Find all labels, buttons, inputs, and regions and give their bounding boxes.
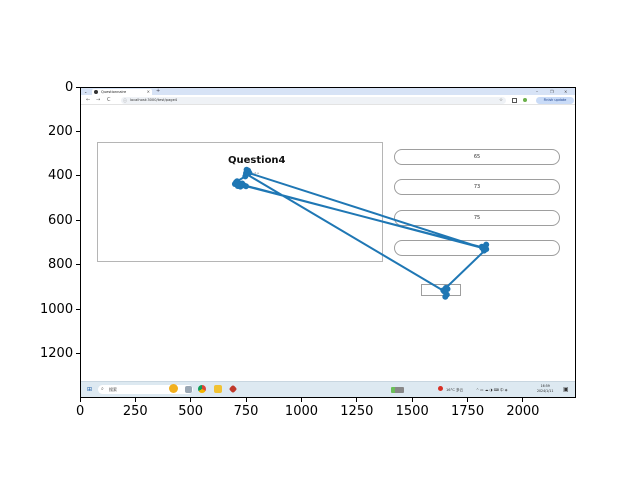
y-tick-label: 0 xyxy=(65,79,74,95)
y-tick-label: 1200 xyxy=(40,346,74,362)
y-tick-mark xyxy=(76,130,80,132)
y-tick-label: 600 xyxy=(48,212,73,228)
y-tick-mark xyxy=(76,86,80,88)
task-view-icon[interactable] xyxy=(185,386,192,393)
y-tick-mark xyxy=(76,219,80,221)
x-tick-label: 1750 xyxy=(451,404,485,419)
y-tick-label: 1000 xyxy=(40,301,74,317)
x-tick-mark xyxy=(356,398,358,402)
address-url: localhost:3000/test/page4 xyxy=(130,97,178,102)
x-tick-label: 1000 xyxy=(284,404,319,419)
start-menu-icon[interactable]: ⊞ xyxy=(87,386,93,393)
site-info-icon[interactable]: ⓘ xyxy=(123,97,127,103)
search-highlight-icon[interactable] xyxy=(169,384,178,393)
windows-taskbar: ⊞ ⌕ 搜索 16°C 多云 ^ ▭ ☁ ◑ ⌨ 中 ◈ 16:59 2024/… xyxy=(81,381,575,397)
x-tick-label: 1500 xyxy=(395,404,429,419)
notification-icon[interactable]: ▣ xyxy=(563,386,569,393)
weather-text[interactable]: 16°C 多云 xyxy=(446,388,464,392)
search-placeholder: 搜索 xyxy=(109,387,117,392)
y-tick-mark xyxy=(76,264,80,266)
new-tab-button[interactable]: + xyxy=(156,88,161,94)
close-tab-icon[interactable]: × xyxy=(146,89,150,94)
close-window-button[interactable]: × xyxy=(564,89,568,94)
profile-avatar-icon[interactable] xyxy=(523,98,527,102)
search-icon: ⌕ xyxy=(101,386,104,392)
restore-button[interactable]: ❐ xyxy=(550,89,554,94)
x-tick-mark xyxy=(190,398,192,402)
tab-list-icon[interactable]: ⌄ xyxy=(84,89,88,94)
answer-option-4[interactable] xyxy=(394,240,560,256)
screenshot-image: ⌄ Questionnaire × + – ❐ × ← → C ⓘ localh… xyxy=(81,88,575,397)
app-icon[interactable] xyxy=(228,384,238,394)
x-tick-label: 0 xyxy=(76,404,85,419)
browser-tab[interactable]: Questionnaire × xyxy=(92,89,152,95)
battery-icon[interactable] xyxy=(391,387,404,393)
x-tick-mark xyxy=(134,398,136,402)
chrome-icon[interactable] xyxy=(198,385,206,393)
answer-option-2[interactable]: 73 xyxy=(394,179,560,195)
next-button[interactable] xyxy=(421,284,461,296)
file-explorer-icon[interactable] xyxy=(214,385,222,393)
tab-favicon-icon xyxy=(94,90,98,94)
x-tick-label: 750 xyxy=(233,404,259,419)
y-tick-mark xyxy=(76,175,80,177)
tab-title: Questionnaire xyxy=(101,90,127,94)
x-tick-mark xyxy=(467,398,468,402)
weather-icon[interactable] xyxy=(438,386,443,391)
minimize-button[interactable]: – xyxy=(536,89,538,94)
y-tick-label: 400 xyxy=(48,168,73,184)
address-bar[interactable]: ⓘ localhost:3000/test/page4 ☆ xyxy=(121,96,506,104)
back-button[interactable]: ← xyxy=(86,97,91,103)
browser-tab-bar: ⌄ Questionnaire × + – ❐ × xyxy=(81,88,575,95)
y-tick-mark xyxy=(76,308,80,310)
answer-option-1[interactable]: 65 xyxy=(394,149,560,165)
y-tick-mark xyxy=(76,353,80,355)
question-title: Question4 xyxy=(228,155,286,166)
x-tick-mark xyxy=(300,398,302,402)
y-tick-label: 800 xyxy=(48,257,73,273)
x-tick-label: 1250 xyxy=(340,404,374,419)
finish-update-button[interactable]: Finish update xyxy=(536,96,574,104)
plot-frame: ⌄ Questionnaire × + – ❐ × ← → C ⓘ localh… xyxy=(80,87,576,398)
sidebar-toggle-icon[interactable] xyxy=(512,98,517,103)
taskbar-search-box[interactable]: ⌕ 搜索 xyxy=(98,385,193,394)
question-subtitle: a·b·c·d·e xyxy=(246,171,259,175)
taskbar-clock[interactable]: 16:59 2024/1/11 xyxy=(537,384,553,394)
answer-option-3[interactable]: 75 xyxy=(394,210,560,226)
clock-time: 16:59 xyxy=(540,384,550,388)
x-tick-label: 2000 xyxy=(506,404,540,419)
system-tray-icons[interactable]: ^ ▭ ☁ ◑ ⌨ 中 ◈ xyxy=(476,388,508,392)
x-tick-label: 500 xyxy=(178,404,204,419)
forward-button[interactable]: → xyxy=(96,97,101,103)
x-tick-mark xyxy=(522,398,524,402)
reload-button[interactable]: C xyxy=(107,97,111,103)
question-panel: Question4 a·b·c·d·e xyxy=(97,142,383,262)
x-tick-mark xyxy=(411,398,413,402)
browser-toolbar: ← → C ⓘ localhost:3000/test/page4 ☆ Fini… xyxy=(81,95,575,105)
bookmark-star-icon[interactable]: ☆ xyxy=(498,97,503,103)
page-content: Question4 a·b·c·d·e 65 73 75 xyxy=(81,105,575,383)
x-tick-label: 250 xyxy=(122,404,148,419)
x-tick-mark xyxy=(79,398,81,402)
clock-date: 2024/1/11 xyxy=(537,389,554,393)
x-tick-mark xyxy=(245,398,247,402)
y-tick-label: 200 xyxy=(48,123,73,139)
